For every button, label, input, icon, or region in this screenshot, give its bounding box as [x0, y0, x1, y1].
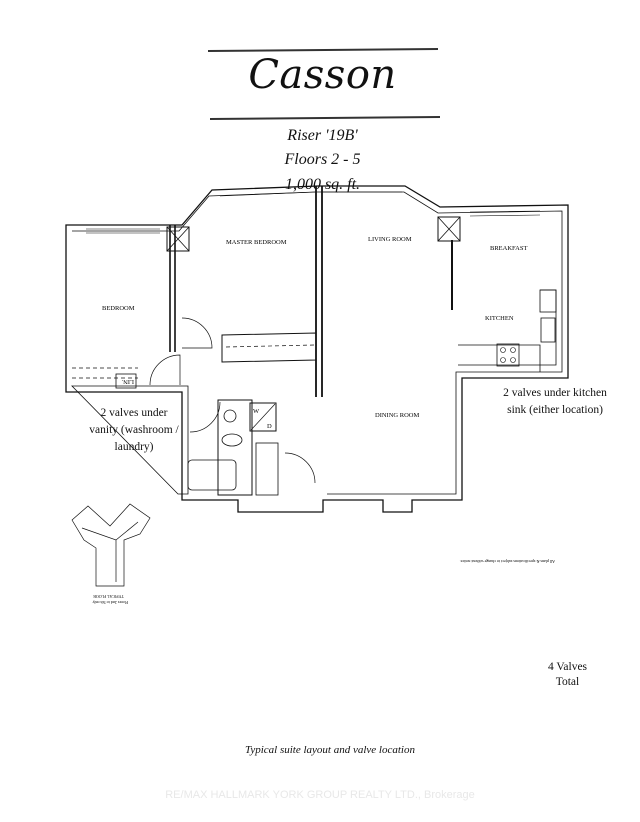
room-kitchen: KITCHEN — [485, 315, 514, 322]
inner-outline — [71, 191, 563, 495]
room-breakfast: BREAKFAST — [490, 245, 527, 252]
shaft — [166, 226, 190, 252]
bedroom-wall — [169, 225, 176, 352]
kitchen-valve-note: 2 valves under kitchen sink (either loca… — [500, 385, 610, 419]
bathroom — [217, 399, 253, 496]
riser-label: Riser '19B' — [287, 127, 358, 144]
key-plan-title: TYPICAL FLOOR — [93, 594, 124, 599]
watermark: RE/MAX HALLMARK YORK GROUP REALTY LTD., … — [165, 789, 475, 801]
room-labels: BEDROOM MASTER BEDROOM LIVING ROOM BREAK… — [92, 236, 555, 605]
note-line: sink (either location) — [507, 404, 603, 416]
room-master-bedroom: MASTER BEDROOM — [226, 239, 287, 246]
kitchen-sink — [540, 317, 556, 343]
linen-closet — [72, 367, 138, 379]
note-line: laundry) — [114, 441, 154, 453]
page-title: Casson — [248, 52, 397, 98]
window — [86, 191, 541, 234]
note-line: 4 Valves — [547, 661, 588, 673]
room-dining-room: DINING ROOM — [375, 412, 419, 419]
master-closet — [221, 332, 317, 363]
washer-label: W — [253, 408, 260, 415]
key-plan-subtitle: Floors 2nd to 5th only — [92, 600, 128, 605]
note-line: vanity (washroom / — [89, 424, 179, 436]
room-bedroom: BEDROOM — [102, 305, 135, 312]
total-valves-note: 4 Valves Total — [540, 660, 595, 690]
area-label: 1,000 sq. ft. — [284, 176, 361, 193]
linen-label: LIN. — [121, 378, 134, 385]
note-line: 2 valves under — [100, 407, 168, 419]
linen-box — [115, 373, 137, 389]
entry-closet — [255, 442, 279, 496]
outer-wall — [65, 185, 569, 513]
note-line: 2 valves under kitchen — [503, 387, 607, 399]
door-bedroom — [149, 354, 181, 386]
note-line: Total — [555, 676, 580, 688]
door-bath — [189, 401, 221, 433]
door-master — [181, 317, 213, 349]
toilet — [223, 409, 237, 423]
key-plan — [71, 503, 151, 587]
shaft — [437, 216, 461, 242]
master-living-wall — [315, 186, 323, 397]
disclaimer: All plans & specifications subject to ch… — [460, 559, 555, 564]
dryer-label: D — [267, 423, 272, 430]
door-entry — [284, 452, 316, 484]
bathtub — [187, 459, 237, 491]
washer-dryer — [249, 402, 277, 432]
vanity-valve-note: 2 valves under vanity (washroom / laundr… — [80, 405, 188, 456]
stove — [496, 343, 520, 367]
room-living-room: LIVING ROOM — [368, 236, 412, 243]
sink — [221, 433, 243, 447]
floors-label: Floors 2 - 5 — [284, 151, 361, 168]
caption: Typical suite layout and valve location — [245, 744, 415, 756]
fridge — [539, 289, 557, 313]
